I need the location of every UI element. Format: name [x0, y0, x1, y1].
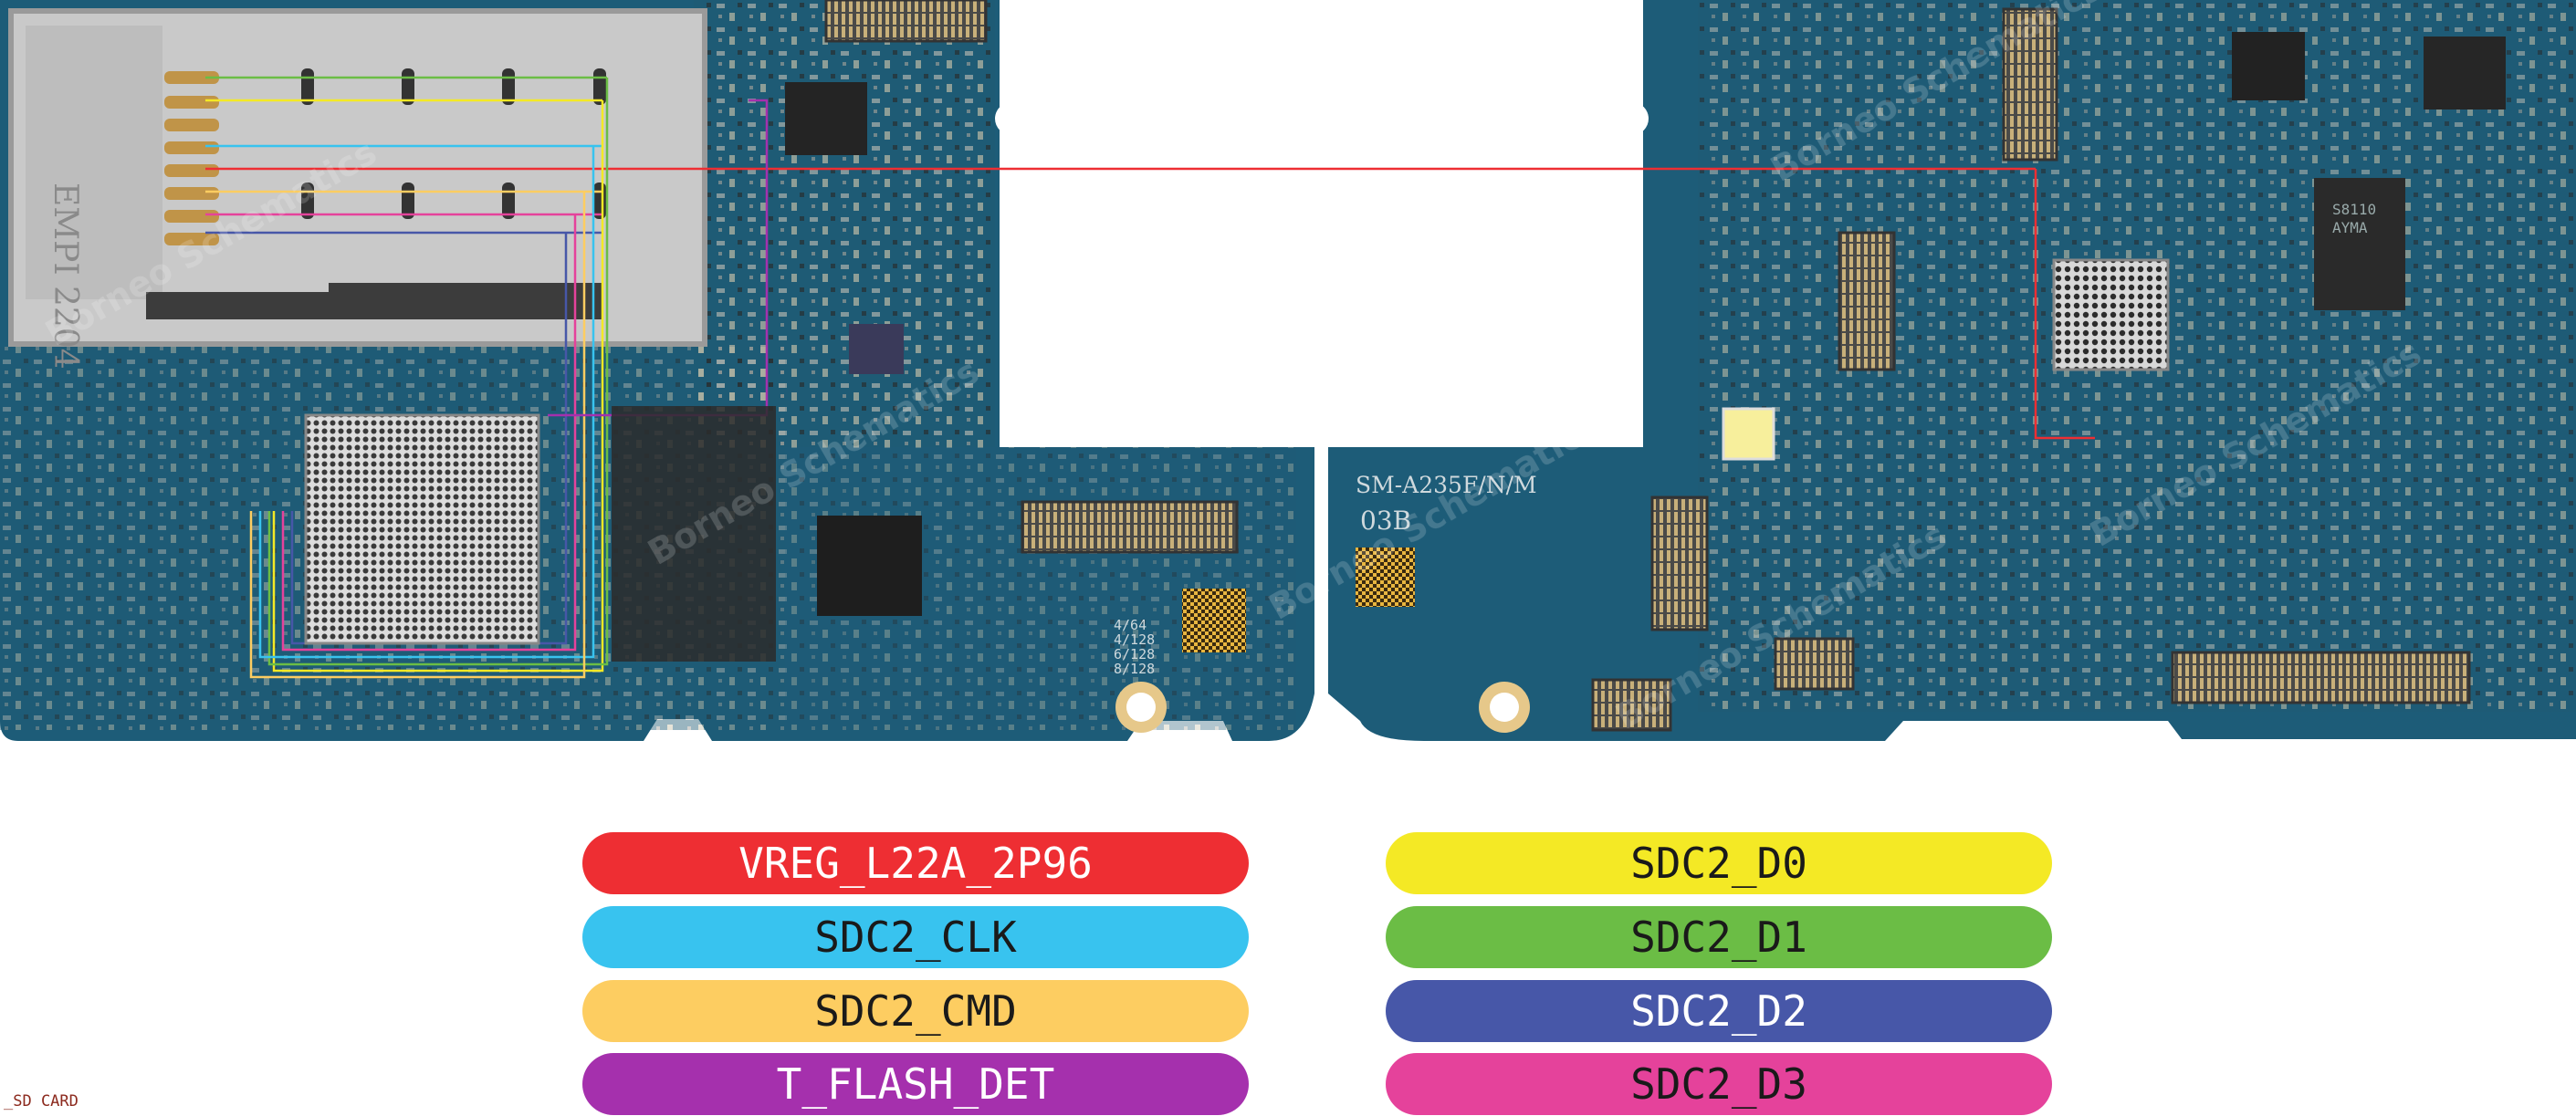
legend-label: T_FLASH_DET [776, 1059, 1055, 1109]
legend-sdc2-d2: SDC2_D2 [1386, 980, 2052, 1042]
legend-sdc2-d1: SDC2_D1 [1386, 906, 2052, 968]
svg-text:S8110: S8110 [2332, 201, 2376, 218]
legend-vreg-l22a-2p96: VREG_L22A_2P96 [582, 832, 1249, 894]
legend-label: SDC2_D1 [1630, 913, 1807, 962]
legend-label: SDC2_CLK [814, 913, 1017, 962]
board-revision-text: 03B [1360, 506, 1411, 536]
board-connector [1021, 500, 1239, 554]
legend-sdc2-cmd: SDC2_CMD [582, 980, 1249, 1042]
legend-label: VREG_L22A_2P96 [738, 839, 1093, 888]
legend-label: SDC2_D3 [1630, 1059, 1807, 1109]
board-model-text: SM-A235F/N/M [1356, 472, 1537, 498]
svg-text:AYMA: AYMA [2332, 219, 2368, 236]
pcb-board-photo: EMPI 2204 [0, 0, 2576, 741]
svg-text:EMPI 2204: EMPI 2204 [47, 183, 84, 370]
pmic-bga [2052, 258, 2170, 371]
legend-sdc2-clk: SDC2_CLK [582, 906, 1249, 968]
board-cutout [1000, 0, 1639, 447]
legend-t-flash-det: T_FLASH_DET [582, 1053, 1249, 1115]
legend-label: SDC2_CMD [814, 986, 1017, 1036]
legend-sdc2-d0: SDC2_D0 [1386, 832, 2052, 894]
soc-bga [304, 413, 540, 645]
qr-code [1182, 589, 1246, 652]
board-connector [1838, 231, 1896, 371]
board-connector [1650, 495, 1709, 631]
page-title: _SD CARD [4, 1092, 79, 1111]
legend-label: SDC2_D2 [1630, 986, 1807, 1036]
legend-label: SDC2_D0 [1630, 839, 1807, 888]
board-connector [2002, 7, 2058, 162]
board-connector [2171, 651, 2471, 704]
qr-code [1356, 548, 1415, 607]
board-connector [824, 0, 988, 43]
legend-sdc2-d3: SDC2_D3 [1386, 1053, 2052, 1115]
